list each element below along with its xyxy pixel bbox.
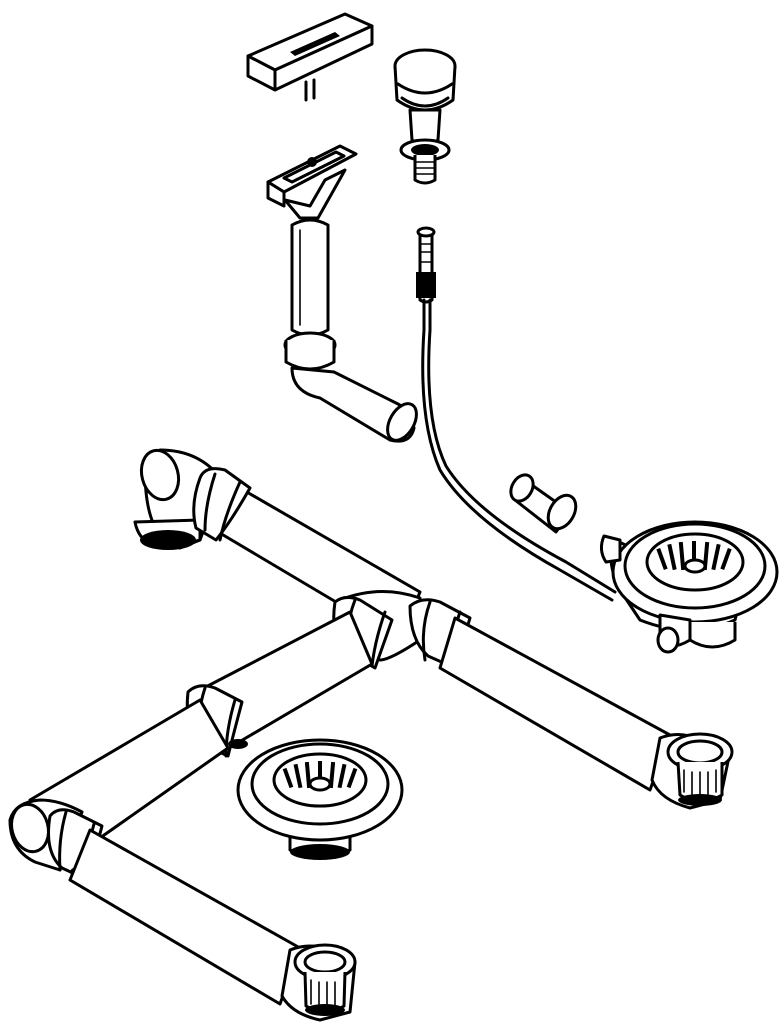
strainer-waste-right bbox=[599, 520, 779, 654]
pipe-to-bottom-outlet bbox=[68, 828, 357, 1022]
popup-operating-knob bbox=[393, 48, 457, 185]
bowden-cable bbox=[416, 226, 617, 602]
strainer-waste-center bbox=[236, 738, 404, 860]
connector-sleeve bbox=[509, 473, 578, 534]
pipe-to-right-outlet bbox=[438, 616, 734, 810]
overflow-cover-plate bbox=[246, 12, 374, 102]
overflow-assembly bbox=[266, 144, 418, 443]
